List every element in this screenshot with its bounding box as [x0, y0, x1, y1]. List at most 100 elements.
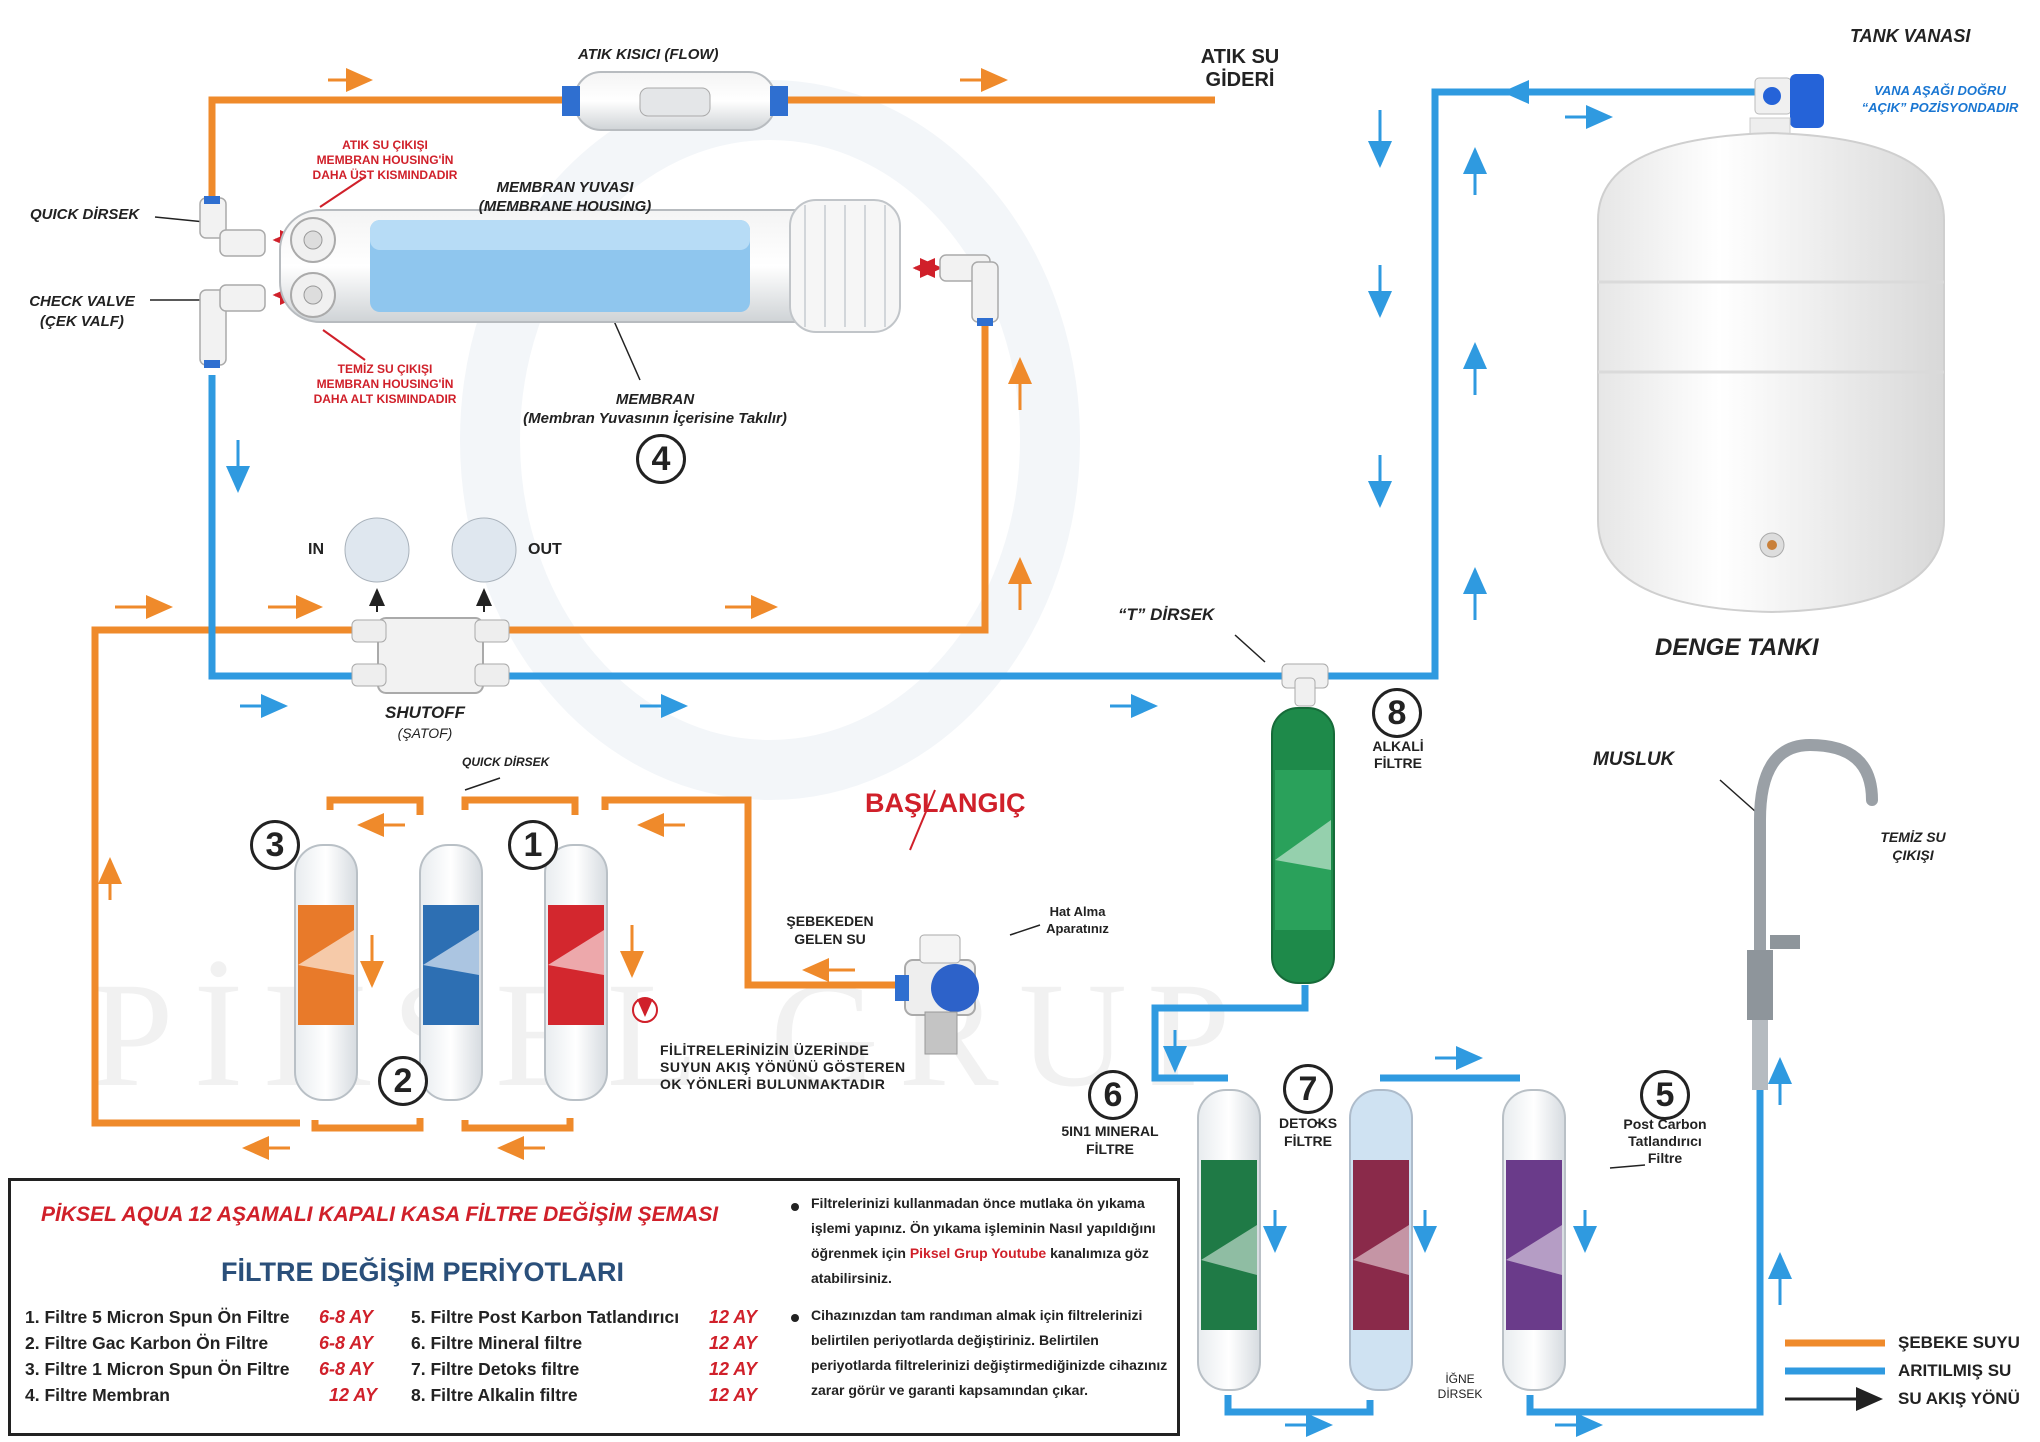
step-8-badge: 8 [1372, 688, 1422, 738]
valve-position-note: VANA AŞAĞI DOĞRU “AÇIK” POZİSYONDADIR [1840, 82, 2040, 116]
schedule-period: 12 AY [709, 1385, 758, 1405]
post-carbon-line3: Filtre [1647, 1150, 1683, 1166]
step-6-badge: 6 [1088, 1070, 1138, 1120]
shutoff-line2: (ŞATOF) [397, 725, 453, 741]
mineral-filter-label: 5IN1 MINERAL FİLTRE [1050, 1122, 1170, 1158]
purified-water-lines [208, 88, 1764, 1416]
cartridge-2 [419, 844, 483, 1101]
needle-elbow-label: İĞNE DİRSEK [1425, 1372, 1495, 1402]
post-carbon-line1: Post Carbon [1623, 1116, 1707, 1132]
waste-drain-label: ATIK SU GİDERİ [1195, 46, 1285, 92]
schedule-row: 3. Filtre 1 Micron Spun Ön Filtre [25, 1359, 290, 1379]
schedule-row: 2. Filtre Gac Karbon Ön Filtre [25, 1333, 269, 1353]
arrow-note-line2: SUYUN AKIŞ YÖNÜNÜ GÖSTEREN [660, 1059, 906, 1075]
detox-line1: DETOKS [1278, 1115, 1338, 1131]
line-inlet-valve [895, 934, 979, 1055]
shutoff-label: SHUTOFF (ŞATOF) [370, 703, 480, 743]
clean-outlet-note: TEMİZ SU ÇIKIŞI MEMBRAN HOUSING'İN DAHA … [290, 362, 480, 407]
tank-valve [1754, 74, 1824, 128]
waste-outlet-line3: DAHA ÜST KISMINDADIR [312, 168, 458, 182]
bullet-icon [791, 1203, 799, 1211]
bullet-icon [791, 1314, 799, 1322]
schedule-row: 8. Filtre Alkalin filtre [411, 1385, 578, 1405]
schedule-row: 5. Filtre Post Karbon Tatlandırıcı [411, 1307, 680, 1327]
shutoff-valve [351, 617, 510, 694]
clean-water-line2: ÇIKIŞI [1892, 847, 1934, 863]
detox-filter-label: DETOKS FİLTRE [1268, 1114, 1348, 1150]
schedule-period: 6-8 AY [319, 1307, 374, 1327]
membrane-housing [279, 199, 901, 333]
cartridge-3 [294, 844, 358, 1101]
schedule-row: 1. Filtre 5 Micron Spun Ön Filtre [25, 1307, 290, 1327]
legend-purified-water: ARITILMIŞ SU [1898, 1361, 2012, 1380]
tank-valve-label: TANK VANASI [1850, 26, 1971, 46]
out-label: OUT [528, 541, 562, 558]
post-carbon-filter [1502, 1089, 1566, 1391]
clean-water-line1: TEMİZ SU [1880, 829, 1946, 845]
waste-drain-line2: GİDERİ [1205, 69, 1275, 91]
waste-drain-line1: ATIK SU [1200, 46, 1280, 68]
network-inlet-line2: GELEN SU [794, 931, 866, 947]
faucet-label: MUSLUK [1593, 749, 1675, 770]
needle-elbow-line2: DİRSEK [1437, 1387, 1483, 1401]
membrane-line1: MEMBRAN [615, 391, 695, 408]
check-valve-label: CHECK VALVE (ÇEK VALF) [22, 292, 142, 332]
shutoff-arrows [369, 588, 492, 612]
legend-network-water: ŞEBEKE SUYU [1898, 1333, 2020, 1352]
membrane-label: MEMBRAN (Membran Yuvasının İçerisine Tak… [500, 390, 810, 428]
step-4-badge: 4 [636, 434, 686, 484]
legend-flow-direction: SU AKIŞ YÖNÜ [1898, 1389, 2020, 1408]
schedule-row: 4. Filtre Membran [25, 1385, 170, 1405]
t-fitting-label: “T” DİRSEK [1118, 605, 1215, 624]
prewash-note: Filtrelerinizi kullanmadan önce mutlaka … [811, 1191, 1171, 1291]
warranty-note: Cihazınızdan tam randıman almak için fil… [811, 1307, 1168, 1398]
arrow-note-line1: FİLİTRELERİNİZİN ÜZERİNDE [660, 1042, 870, 1058]
step-7-badge: 7 [1283, 1064, 1333, 1114]
needle-elbow-line1: İĞNE [1445, 1372, 1475, 1386]
alkaline-filter-label: ALKALİ FİLTRE [1358, 738, 1438, 772]
post-carbon-line2: Tatlandırıcı [1628, 1133, 1702, 1149]
purified-flow-arrows [226, 80, 1792, 1437]
alkaline-line1: ALKALİ [1372, 738, 1424, 754]
inlet-apparatus-line1: Hat Alma [1049, 904, 1106, 919]
mineral-line2: FİLTRE [1086, 1141, 1134, 1157]
schedule-row: 6. Filtre Mineral filtre [411, 1333, 583, 1353]
clean-outlet-line1: TEMİZ SU ÇIKIŞI [337, 362, 433, 376]
valve-note-line2: “AÇIK” POZİSYONDADIR [1861, 100, 2019, 115]
valve-note-line1: VANA AŞAĞI DOĞRU [1874, 83, 2006, 98]
schedule-period: 12 AY [709, 1333, 758, 1353]
prewash-note-text: Filtrelerinizi kullanmadan önce mutlaka … [811, 1195, 1156, 1261]
start-label: BAŞLANGIÇ [865, 788, 1026, 818]
network-inlet-label: ŞEBEKEDEN GELEN SU [780, 912, 880, 948]
schedule-period: 12 AY [709, 1359, 758, 1379]
schedule-period: 12 AY [709, 1307, 758, 1327]
network-inlet-line1: ŞEBEKEDEN [786, 913, 874, 929]
waste-outlet-line1: ATIK SU ÇIKIŞI [342, 138, 428, 152]
youtube-channel-link[interactable]: Piksel Grup Youtube [909, 1245, 1047, 1261]
alkaline-line2: FİLTRE [1374, 755, 1422, 771]
step-2-badge: 2 [378, 1056, 428, 1106]
arrow-direction-note: FİLİTRELERİNİZİN ÜZERİNDE SUYUN AKIŞ YÖN… [660, 1042, 906, 1093]
membrane-housing-line1: MEMBRAN YUVASI [496, 179, 634, 196]
quick-elbow-label-mid: QUICK DİRSEK [462, 755, 550, 769]
in-out-detail-circles [344, 517, 517, 583]
faucet-body [1747, 935, 1800, 1090]
balance-tank-label: DENGE TANKI [1655, 634, 1819, 661]
in-label: IN [308, 541, 324, 558]
panel-title: PİKSEL AQUA 12 AŞAMALI KAPALI KASA FİLTR… [41, 1203, 719, 1226]
quick-elbow-label: QUICK DİRSEK [30, 206, 140, 223]
cartridge-direction-arrows [360, 925, 644, 988]
t-fitting [1281, 663, 1329, 707]
membrane-housing-label: MEMBRAN YUVASI (MEMBRANE HOUSING) [470, 178, 660, 216]
cartridge-1 [544, 844, 608, 1101]
check-valve-line2: (ÇEK VALF) [40, 313, 124, 330]
flow-restrictor-label: ATIK KISICI (FLOW) [578, 46, 719, 63]
inlet-apparatus-label: Hat Alma Aparatınız [1030, 903, 1125, 937]
schedule-period: 12 AY [329, 1385, 378, 1405]
waste-outlet-line2: MEMBRAN HOUSING'İN [316, 153, 454, 167]
post-carbon-label: Post Carbon Tatlandırıcı Filtre [1610, 1116, 1720, 1167]
schedule-period: 6-8 AY [319, 1333, 374, 1353]
quick-elbow-fittings [199, 196, 999, 368]
watermark-text: PİKSEL GRUP [90, 952, 1250, 1118]
